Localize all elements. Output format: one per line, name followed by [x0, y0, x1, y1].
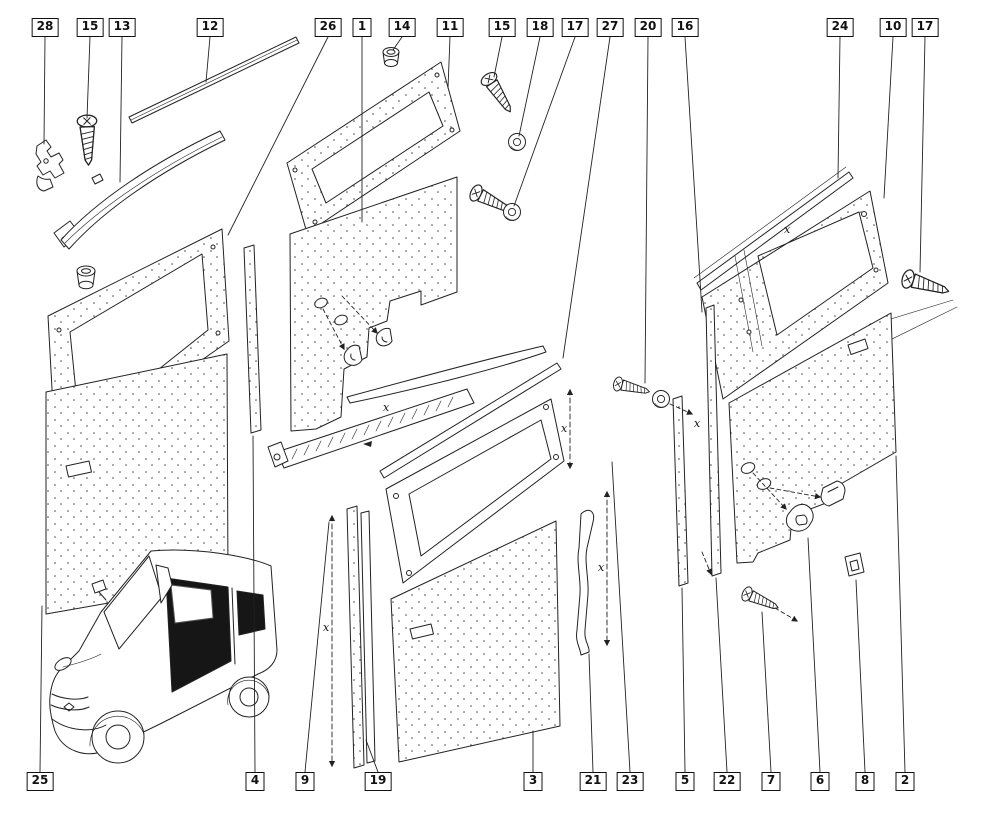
- part-19-strip: [360, 510, 376, 764]
- part-1-clips: [322, 295, 393, 366]
- annotations-layer: x x x x x x: [323, 223, 791, 634]
- grommet-cup-left: [76, 265, 96, 290]
- dimension-x-mark: x: [784, 223, 791, 236]
- part-14-grommet: [382, 47, 400, 67]
- van-illustration: [49, 549, 278, 764]
- part-24-strip: [693, 166, 854, 291]
- part-13-trim-strip: [53, 130, 226, 250]
- part-12-trim-strip: [128, 36, 300, 124]
- dimension-x-mark: x: [598, 561, 605, 574]
- part-8-clip: [844, 552, 865, 577]
- part-21-strip: [576, 509, 595, 656]
- part-5-strip: [672, 395, 689, 587]
- leader-lines: [39, 36, 926, 773]
- dimension-x-mark: x: [383, 401, 390, 414]
- left-door-trim-panel: [45, 353, 229, 615]
- part-1-trim-panel: [289, 176, 458, 432]
- dimension-lines: [328, 388, 611, 768]
- part-15-screw-left: [76, 114, 99, 167]
- mid-window-frame: [286, 61, 461, 234]
- part-4-strip: [243, 244, 262, 434]
- mid-lower-window-frame: [385, 398, 565, 584]
- right-window-frame: [701, 190, 889, 400]
- part-7-screw: [739, 584, 799, 622]
- dimension-x-mark: x: [561, 422, 568, 435]
- dimension-x-mark: x: [323, 621, 330, 634]
- part-6-clips: [752, 472, 846, 532]
- dimension-x-mark: x: [694, 417, 701, 430]
- sill-trim-strips: [267, 345, 562, 479]
- part-3-door-panel: [390, 520, 561, 763]
- part-22-strip: [701, 304, 722, 577]
- part-9-strip: [346, 505, 365, 769]
- part-20-fastener: [611, 375, 694, 415]
- part-28-clip: [35, 139, 65, 192]
